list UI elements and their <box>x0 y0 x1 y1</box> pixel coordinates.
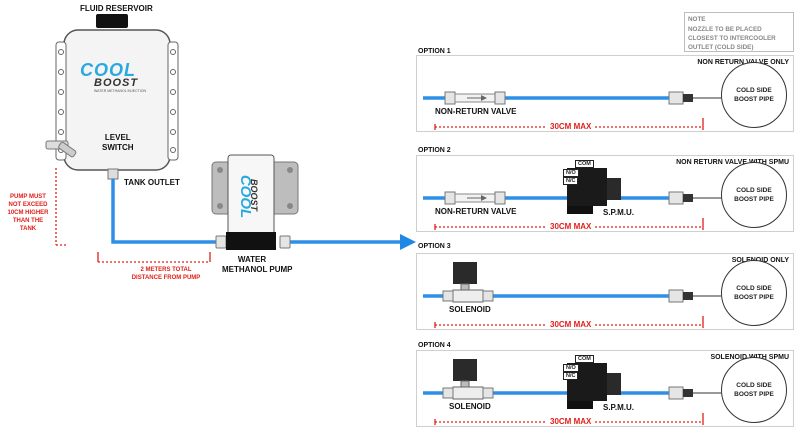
boost-pipe-label-line: COLD SIDE <box>736 285 772 292</box>
end-fitting <box>668 191 684 205</box>
option-2-measure-label: 30CM MAX <box>547 222 595 231</box>
reservoir-brand-sub: WATER METHANOL INJECTION <box>94 89 146 93</box>
boost-pipe-label: COLD SIDE BOOST PIPE <box>722 284 786 302</box>
option-3-title: OPTION 3 <box>418 243 451 250</box>
solenoid-fitting-right <box>482 290 494 302</box>
pump-brand-bottom: BOOST <box>249 178 260 212</box>
nozzle-icon <box>683 194 693 202</box>
spmu-base <box>567 206 593 214</box>
boost-pipe-label-line: BOOST PIPE <box>734 196 774 203</box>
option-1-title: OPTION 1 <box>418 48 451 55</box>
option-1-measure-label: 30CM MAX <box>547 122 595 131</box>
option-1-valve-label: NON-RETURN VALVE <box>435 107 517 116</box>
nozzle-icon <box>683 292 693 300</box>
valve-arrow-icon <box>481 95 487 101</box>
option-3-boost-pipe: COLD SIDE BOOST PIPE <box>721 260 787 326</box>
boost-pipe-label: COLD SIDE BOOST PIPE <box>722 186 786 204</box>
distance-note: 2 METERS TOTAL DISTANCE FROM PUMP <box>131 267 201 281</box>
end-fitting <box>668 386 684 400</box>
option-1-boost-pipe: COLD SIDE BOOST PIPE <box>721 62 787 128</box>
end-fitting <box>668 289 684 303</box>
main-hose <box>111 178 402 244</box>
option-4-spmu-label: S.P.M.U. <box>603 403 634 412</box>
spmu-base <box>567 401 593 409</box>
solenoid-fitting-right <box>482 387 494 399</box>
level-switch-label: LEVEL SWITCH <box>102 133 134 152</box>
note-box: NOTE NOZZLE TO BE PLACED CLOSEST TO INTE… <box>684 12 794 52</box>
option-4-measure-label: 30CM MAX <box>547 417 595 426</box>
boost-pipe-label-line: BOOST PIPE <box>734 294 774 301</box>
option-4-panel: SOLENOID WITH SPMUSOLENOIDS.P.M.U.COMN/O… <box>416 350 794 427</box>
tank-outlet-fitting <box>107 168 119 180</box>
valve-fitting-right <box>494 191 506 205</box>
pump-logo: COOL BOOST <box>237 166 268 228</box>
nozzle-icon <box>683 389 693 397</box>
option-2-description: NON RETURN VALVE WITH SPMU <box>676 159 789 166</box>
spmu-port-no: N/O <box>563 364 579 372</box>
valve-fitting-right <box>494 91 506 105</box>
spmu-port-no: N/O <box>563 169 579 177</box>
solenoid-body <box>452 386 484 400</box>
hose-fittings <box>215 235 291 249</box>
level-switch-icon <box>45 140 77 158</box>
reservoir-logo: COOL BOOST WATER METHANOL INJECTION <box>80 60 160 93</box>
solenoid-coil <box>453 359 477 381</box>
boost-pipe-label-line: COLD SIDE <box>736 187 772 194</box>
option-4-boost-pipe: COLD SIDE BOOST PIPE <box>721 357 787 423</box>
spmu-port-nc: N/C <box>563 372 579 380</box>
reservoir-cap <box>96 14 128 28</box>
reservoir-mount-tabs <box>55 41 179 161</box>
reservoir-title: FLUID RESERVOIR <box>80 4 153 13</box>
solenoid-fitting-left <box>442 290 454 302</box>
pump-height-note: PUMP MUST NOT EXCEED 10CM HIGHER THAN TH… <box>7 194 49 232</box>
spmu-port-com: COM <box>575 160 594 168</box>
spmu-port-nc: N/C <box>563 177 579 185</box>
solenoid-coil <box>453 262 477 284</box>
nozzle-icon <box>683 94 693 102</box>
option-2-title: OPTION 2 <box>418 147 451 154</box>
option-1-drawing <box>423 91 721 130</box>
end-fitting <box>668 91 684 105</box>
option-4-valve-label: SOLENOID <box>449 402 491 411</box>
boost-pipe-label: COLD SIDE BOOST PIPE <box>722 381 786 399</box>
spmu-valve <box>607 178 621 200</box>
valve-arrow-icon <box>481 195 487 201</box>
option-2-panel: NON RETURN VALVE WITH SPMU NON-RETURN VAL… <box>416 155 794 232</box>
option-3-valve-label: SOLENOID <box>449 305 491 314</box>
boost-pipe-label-line: BOOST PIPE <box>734 96 774 103</box>
pump-label: WATER METHANOL PUMP <box>222 255 293 274</box>
spmu-port-com: COM <box>575 355 594 363</box>
distance-measure <box>97 252 211 263</box>
flow-arrow-icon <box>400 234 416 250</box>
option-3-measure-label: 30CM MAX <box>547 320 595 329</box>
boost-pipe-label-line: COLD SIDE <box>736 87 772 94</box>
reservoir-brand-top: COOL <box>80 60 136 80</box>
boost-pipe-label-line: BOOST PIPE <box>734 391 774 398</box>
option-4-title: OPTION 4 <box>418 342 451 349</box>
option-2-valve-label: NON-RETURN VALVE <box>435 207 517 216</box>
valve-fitting-left <box>444 191 456 205</box>
option-2-spmu-label: S.P.M.U. <box>603 208 634 217</box>
valve-fitting-left <box>444 91 456 105</box>
spmu-valve <box>607 373 621 395</box>
reservoir-brand-bottom: BOOST <box>94 77 139 89</box>
boost-pipe-label-line: COLD SIDE <box>736 382 772 389</box>
height-measure <box>55 168 66 246</box>
option-2-boost-pipe: COLD SIDE BOOST PIPE <box>721 162 787 228</box>
boost-pipe-label: COLD SIDE BOOST PIPE <box>722 86 786 104</box>
solenoid-body <box>452 289 484 303</box>
solenoid-fitting-left <box>442 387 454 399</box>
tank-outlet-label: TANK OUTLET <box>124 178 180 187</box>
pump-body <box>211 154 299 250</box>
